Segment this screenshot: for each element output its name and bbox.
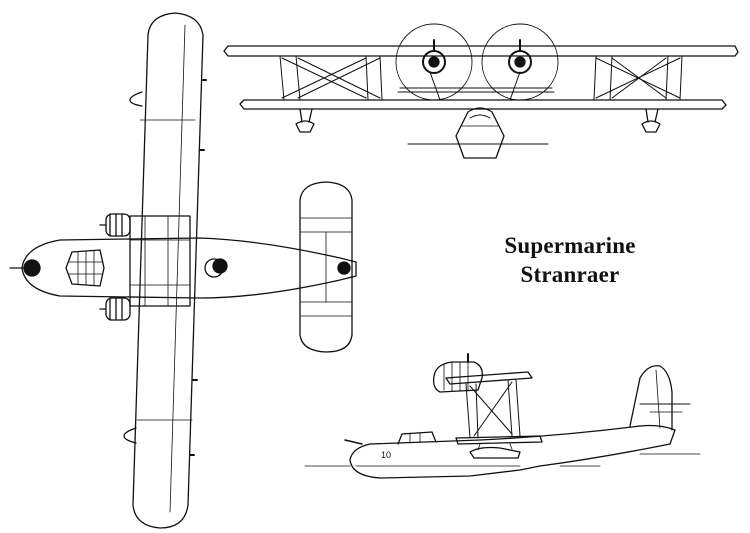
aircraft-title-line2: Stranraer <box>520 262 620 287</box>
plan-engine-starboard <box>100 298 130 320</box>
side-upper-wing <box>446 372 532 384</box>
side-engine <box>434 362 483 392</box>
front-float-left <box>296 121 314 132</box>
plan-engine-port <box>100 214 130 236</box>
plan-wingtip-float-bottom <box>124 428 136 443</box>
front-float-right <box>642 121 660 132</box>
plan-view <box>10 13 356 528</box>
plan-centre-section <box>130 216 190 306</box>
side-lower-wing <box>456 436 542 444</box>
plan-tail-turret <box>338 262 350 274</box>
front-upper-wing <box>224 46 738 56</box>
front-lower-wing <box>240 100 726 109</box>
plan-main-wing <box>133 13 203 528</box>
side-cockpit <box>398 432 436 444</box>
side-view: 10 <box>305 354 700 478</box>
side-fin <box>630 366 672 430</box>
front-view <box>224 24 738 158</box>
plan-hull <box>22 238 356 298</box>
side-hull-marking: 10 <box>381 450 391 460</box>
front-prop-disc-right <box>482 24 558 100</box>
side-float <box>470 448 520 459</box>
plan-wingtip-float-top <box>130 92 142 106</box>
side-hull <box>350 426 675 479</box>
plan-tailplane <box>300 182 352 352</box>
plan-cockpit <box>66 250 104 286</box>
plan-nose-turret <box>24 260 40 276</box>
front-prop-disc-left <box>396 24 472 100</box>
front-hull <box>456 108 504 158</box>
aircraft-title-line1: Supermarine <box>504 233 636 258</box>
